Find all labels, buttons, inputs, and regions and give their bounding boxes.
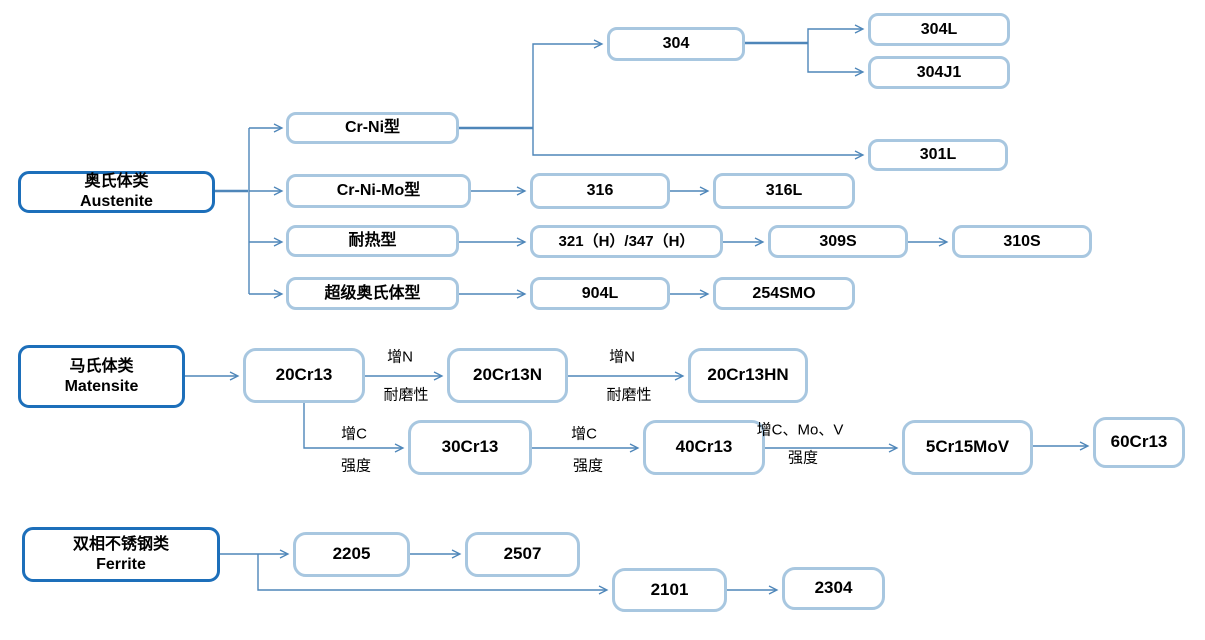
node-20cr13n: 20Cr13N: [447, 348, 568, 403]
wire-to-304l: [807, 24, 865, 43]
node-ferrite-label-zh: 双相不锈钢类: [72, 535, 169, 553]
node-301l: 301L: [868, 139, 1008, 171]
node-309s: 309S: [768, 225, 908, 258]
node-904l: 904L: [530, 277, 670, 310]
edge-label-add-c-mo-v: 增C、Mo、V: [756, 421, 844, 439]
node-60cr13: 60Cr13: [1093, 417, 1185, 468]
node-2101: 2101: [612, 568, 727, 612]
node-2507: 2507: [465, 532, 580, 577]
edge-label-wear-1: 耐磨性: [383, 386, 429, 404]
node-5cr15mov: 5Cr15MoV: [902, 420, 1033, 475]
node-austenite-label-zh: 奥氏体类: [84, 173, 149, 190]
node-matensite-label-en: Matensite: [64, 377, 139, 395]
wire-to-30cr13: [303, 403, 405, 453]
node-20cr13hn: 20Cr13HN: [688, 348, 808, 403]
edge-label-strength-2: 强度: [572, 457, 604, 475]
node-304l: 304L: [868, 13, 1010, 46]
node-2304: 2304: [782, 567, 885, 610]
node-304: 304: [607, 27, 745, 61]
node-heat-resistant: 耐热型: [286, 225, 459, 257]
wire-to-304: [532, 39, 604, 128]
node-matensite-label-zh: 马氏体类: [69, 357, 134, 375]
node-matensite: 马氏体类 Matensite: [18, 345, 185, 408]
node-super-austenite: 超级奥氏体型: [286, 277, 459, 310]
node-316l: 316L: [713, 173, 855, 209]
node-ferrite-label-en: Ferrite: [96, 555, 146, 573]
node-316: 316: [530, 173, 670, 209]
wire-to-304j1: [807, 43, 865, 77]
wire-to-2101: [257, 554, 609, 595]
node-321h-347h: 321（H）/347（H）: [530, 225, 723, 258]
node-2205: 2205: [293, 532, 410, 577]
edge-label-wear-2: 耐磨性: [606, 386, 652, 404]
node-cr-ni-mo: Cr-Ni-Mo型: [286, 174, 471, 208]
node-austenite-label-en: Austenite: [80, 193, 153, 210]
edge-label-strength-1: 强度: [340, 457, 372, 475]
node-20cr13: 20Cr13: [243, 348, 365, 403]
node-30cr13: 30Cr13: [408, 420, 532, 475]
edge-label-strength-3: 强度: [787, 449, 819, 467]
node-austenite: 奥氏体类 Austenite: [18, 171, 215, 213]
edge-label-add-n-2: 增N: [609, 348, 635, 366]
edge-label-add-n-1: 增N: [387, 348, 413, 366]
node-310s: 310S: [952, 225, 1092, 258]
node-254smo: 254SMO: [713, 277, 855, 310]
node-40cr13: 40Cr13: [643, 420, 765, 475]
node-cr-ni: Cr-Ni型: [286, 112, 459, 144]
wire-to-301l: [532, 128, 865, 160]
edge-label-add-c-2: 增C: [571, 425, 597, 443]
node-ferrite: 双相不锈钢类 Ferrite: [22, 527, 220, 582]
node-304j1: 304J1: [868, 56, 1010, 89]
edge-label-add-c-1: 增C: [341, 425, 367, 443]
